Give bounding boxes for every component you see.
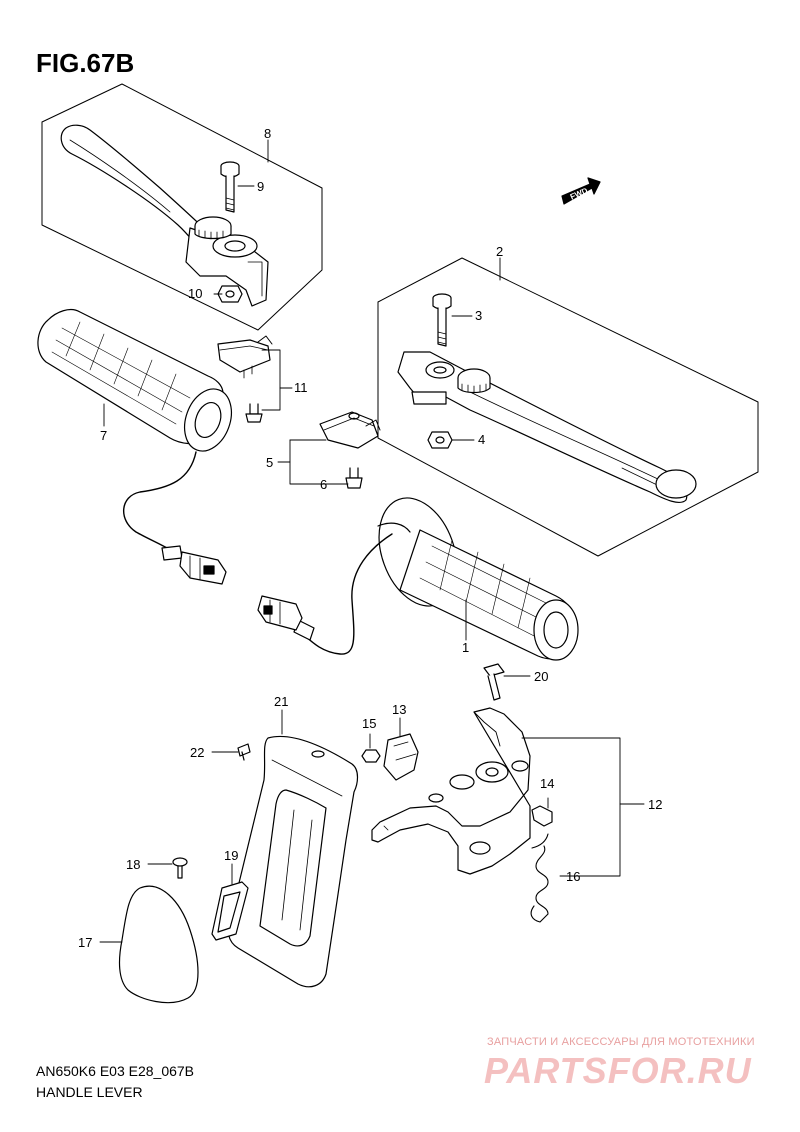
switch-part-5 <box>319 411 381 449</box>
callout-15: 15 <box>362 716 376 731</box>
callout-4: 4 <box>478 432 485 447</box>
right-lever-assembly-box <box>377 257 759 557</box>
leader-lines <box>99 139 645 943</box>
callout-16: 16 <box>566 869 580 884</box>
screw-part-11 <box>245 403 263 423</box>
figure-name: HANDLE LEVER <box>36 1084 143 1100</box>
left-lever-assembly-box <box>41 83 323 331</box>
bolt-part-3 <box>432 293 452 347</box>
watermark-logo: PARTSFOR.RU <box>484 1050 752 1091</box>
callout-2: 2 <box>496 244 503 259</box>
callout-9: 9 <box>257 179 264 194</box>
switch-housing-cover-part-21 <box>227 735 359 988</box>
left-brake-lever <box>60 124 269 307</box>
fwd-direction-marker: FWD <box>561 177 601 205</box>
callout-13: 13 <box>392 702 406 717</box>
bolt-part-9 <box>220 161 240 213</box>
callout-10: 10 <box>188 286 202 301</box>
spring-part-16 <box>530 833 549 923</box>
callout-8: 8 <box>264 126 271 141</box>
fwd-label: FWD <box>569 186 590 202</box>
callout-19: 19 <box>224 848 238 863</box>
nut-part-4 <box>427 431 453 449</box>
callout-18: 18 <box>126 857 140 872</box>
switch-part-13 <box>383 733 419 781</box>
callout-14: 14 <box>540 776 554 791</box>
callout-7: 7 <box>100 428 107 443</box>
bracket-part-12 <box>371 707 531 875</box>
right-heated-grip <box>257 497 579 661</box>
screw-part-18 <box>172 857 188 879</box>
figure-title: FIG.67B <box>36 48 135 78</box>
screw-part-14 <box>531 805 553 827</box>
screw-part-22 <box>237 743 251 761</box>
left-heated-grip <box>37 308 232 585</box>
callout-12: 12 <box>648 797 662 812</box>
bolt-part-20 <box>483 663 505 701</box>
plate-part-19 <box>211 881 249 941</box>
nut-part-15 <box>361 749 381 763</box>
screw-part-6 <box>345 467 363 489</box>
callout-5: 5 <box>266 455 273 470</box>
right-brake-lever <box>397 351 697 504</box>
callout-11: 11 <box>294 380 308 395</box>
callout-6: 6 <box>320 477 327 492</box>
callout-3: 3 <box>475 308 482 323</box>
callout-21: 21 <box>274 694 288 709</box>
callout-numbers: 8 9 10 2 3 4 11 5 6 7 1 20 21 13 15 22 1… <box>78 126 662 950</box>
callout-17: 17 <box>78 935 92 950</box>
callout-20: 20 <box>534 669 548 684</box>
cover-part-17 <box>118 885 199 1004</box>
callout-22: 22 <box>190 745 204 760</box>
figure-model-code: AN650K6 E03 E28_067B <box>36 1063 195 1079</box>
callout-1: 1 <box>462 640 469 655</box>
watermark-tagline: ЗАПЧАСТИ И АКСЕССУАРЫ ДЛЯ МОТОТЕХНИКИ <box>487 1036 755 1048</box>
switch-part-11 <box>217 335 273 379</box>
